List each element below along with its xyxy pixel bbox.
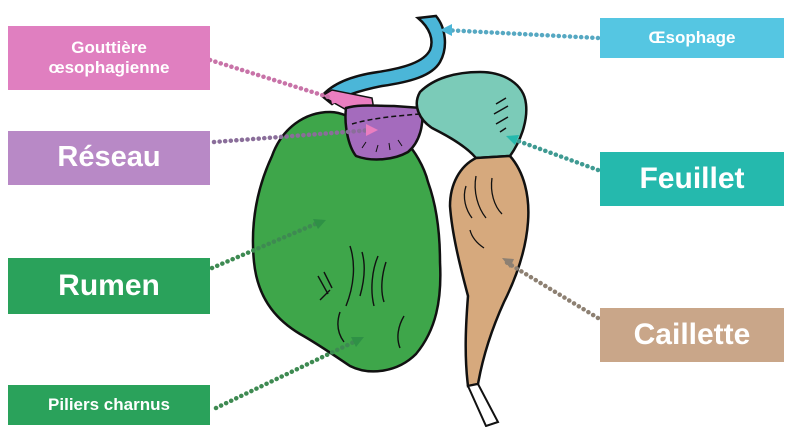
label-caillette-text: Caillette — [634, 318, 751, 353]
label-feuillet-text: Feuillet — [639, 162, 744, 197]
label-feuillet: Feuillet — [600, 152, 784, 206]
rumen-shape — [253, 112, 440, 371]
leader-caillette — [506, 262, 598, 318]
label-gouttiere-oesophagienne: Gouttière œsophagienne — [8, 26, 210, 90]
feuillet-shape — [417, 72, 527, 158]
leader-oesophage — [444, 30, 598, 38]
caillette-shape — [450, 156, 528, 386]
label-piliers-charnus: Piliers charnus — [8, 385, 210, 425]
label-gouttiere-text: Gouttière œsophagienne — [49, 38, 170, 77]
label-oesophage-text: Œsophage — [649, 28, 736, 48]
label-rumen: Rumen — [8, 258, 210, 314]
label-rumen-text: Rumen — [58, 269, 160, 304]
label-reseau: Réseau — [8, 131, 210, 185]
label-oesophage: Œsophage — [600, 18, 784, 58]
leader-gouttiere — [210, 60, 338, 100]
label-caillette: Caillette — [600, 308, 784, 362]
leader-piliers — [216, 340, 358, 408]
leader-feuillet — [510, 138, 598, 170]
label-reseau-text: Réseau — [57, 141, 160, 174]
label-piliers-text: Piliers charnus — [48, 395, 170, 415]
duodenum-shape — [468, 384, 498, 426]
